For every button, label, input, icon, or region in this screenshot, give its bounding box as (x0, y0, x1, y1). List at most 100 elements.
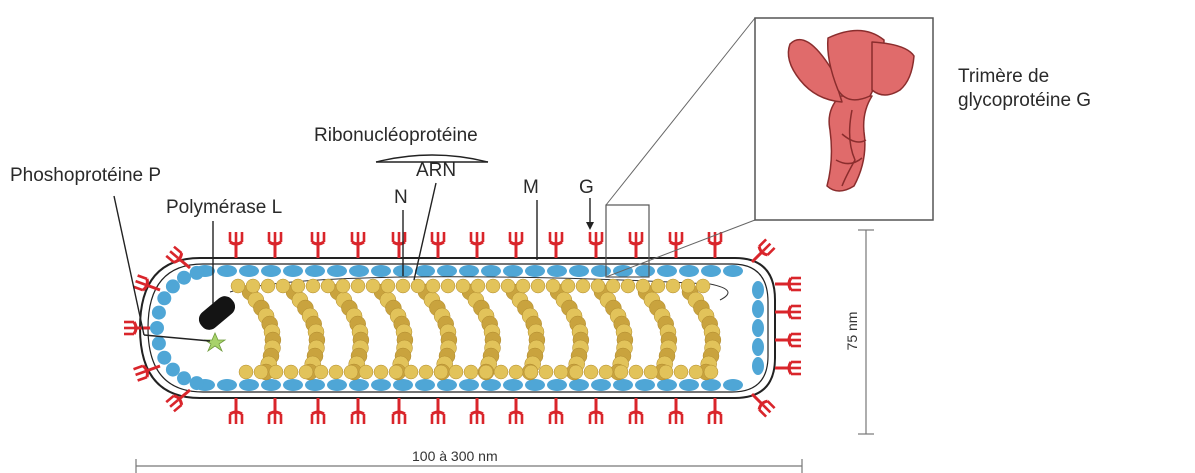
matrix-protein (547, 265, 567, 277)
matrix-protein (327, 379, 347, 391)
matrix-protein (190, 266, 204, 280)
glycoprotein-spike (269, 232, 281, 258)
matrix-protein (217, 379, 237, 391)
matrix-protein (371, 379, 391, 391)
nucleoprotein-bead (284, 365, 298, 379)
matrix-protein (679, 379, 699, 391)
nucleoprotein-bead (636, 279, 650, 293)
glycoprotein-spike (269, 398, 281, 424)
nucleoprotein-bead (239, 365, 253, 379)
virion-body (124, 232, 801, 424)
glycoprotein-spike (775, 306, 801, 318)
nucleoprotein-bead (486, 279, 500, 293)
nucleoprotein-bead (449, 365, 463, 379)
matrix-protein (723, 265, 743, 277)
glycoprotein-spike (471, 232, 483, 258)
matrix-protein (152, 306, 166, 320)
glycoprotein-spike (775, 362, 801, 374)
glycoprotein-spike (775, 334, 801, 346)
matrix-protein (283, 265, 303, 277)
label-m: M (523, 177, 539, 199)
phosphoprotein-p (205, 333, 225, 351)
matrix-protein (481, 265, 501, 277)
nucleoprotein-bead (696, 279, 710, 293)
nucleoprotein-bead (569, 365, 583, 379)
matrix-protein (157, 351, 171, 365)
glycoprotein-spike (630, 398, 642, 424)
glycoprotein-spikes (124, 232, 801, 424)
nucleoprotein-bead (434, 365, 448, 379)
glycoprotein-spike (230, 398, 242, 424)
nucleoprotein-bead (374, 365, 388, 379)
matrix-protein (591, 265, 611, 277)
nucleoprotein-bead (464, 365, 478, 379)
matrix-protein (190, 376, 204, 390)
nucleoprotein-bead (704, 365, 718, 379)
label-ribonucleoprotein: Ribonucléoprotéine (314, 125, 478, 147)
glycoprotein-spike (775, 278, 801, 290)
matrix-protein (152, 336, 166, 350)
matrix-protein (393, 379, 413, 391)
nucleoprotein-bead (404, 365, 418, 379)
label-width-dimension: 100 à 300 nm (412, 445, 498, 467)
matrix-protein (752, 338, 764, 356)
matrix-protein (723, 379, 743, 391)
glycoprotein-spike (230, 232, 242, 258)
nucleoprotein-bead (554, 365, 568, 379)
nucleoprotein-bead (419, 365, 433, 379)
nucleoprotein-bead (614, 365, 628, 379)
glycoprotein-spike (510, 232, 522, 258)
nucleoprotein-bead (321, 279, 335, 293)
glycoprotein-spike (709, 232, 721, 258)
matrix-protein (283, 379, 303, 391)
label-polymerase: Polymérase L (166, 197, 282, 219)
nucleoprotein-bead (261, 279, 275, 293)
glycoprotein-spike (352, 398, 364, 424)
nucleoprotein-bead (426, 279, 440, 293)
matrix-protein (503, 379, 523, 391)
nucleoprotein-bead (231, 279, 245, 293)
matrix-protein (327, 265, 347, 277)
nucleoprotein-bead (531, 279, 545, 293)
zoom-line-top (606, 18, 755, 205)
matrix-protein (459, 379, 479, 391)
matrix-protein (459, 265, 479, 277)
nucleoprotein-bead (389, 365, 403, 379)
matrix-protein (177, 271, 191, 285)
glycoprotein-spike (166, 247, 194, 273)
label-trimer-line2: glycoprotéine G (958, 90, 1091, 112)
matrix-protein (349, 379, 369, 391)
matrix-protein (349, 265, 369, 277)
nucleoprotein-bead (539, 365, 553, 379)
nucleoprotein-bead (456, 279, 470, 293)
matrix-protein (481, 379, 501, 391)
label-n: N (394, 187, 408, 209)
nucleoprotein-bead (501, 279, 515, 293)
matrix-protein (150, 321, 164, 335)
pointer-g-arrowhead (586, 222, 594, 230)
nucleoprotein-bead (524, 365, 538, 379)
matrix-protein (415, 379, 435, 391)
nucleoprotein-bead (659, 365, 673, 379)
matrix-protein (657, 265, 677, 277)
ribonucleoprotein-coil (230, 277, 728, 380)
glycoprotein-spike (590, 398, 602, 424)
matrix-protein (679, 265, 699, 277)
nucleoprotein-bead (546, 279, 560, 293)
matrix-protein (415, 265, 435, 277)
matrix-protein (752, 319, 764, 337)
matrix-protein (569, 379, 589, 391)
label-g: G (579, 177, 594, 199)
nucleoprotein-bead (599, 365, 613, 379)
nucleoprotein-bead (471, 279, 485, 293)
nucleoprotein-bead (479, 365, 493, 379)
matrix-protein (166, 363, 180, 377)
matrix-protein (239, 265, 259, 277)
nucleoprotein-bead (254, 365, 268, 379)
matrix-protein (752, 357, 764, 375)
nucleoprotein-bead (276, 279, 290, 293)
matrix-protein (701, 265, 721, 277)
glycoprotein-spike (352, 232, 364, 258)
matrix-protein (591, 379, 611, 391)
glycoprotein-spike (393, 398, 405, 424)
